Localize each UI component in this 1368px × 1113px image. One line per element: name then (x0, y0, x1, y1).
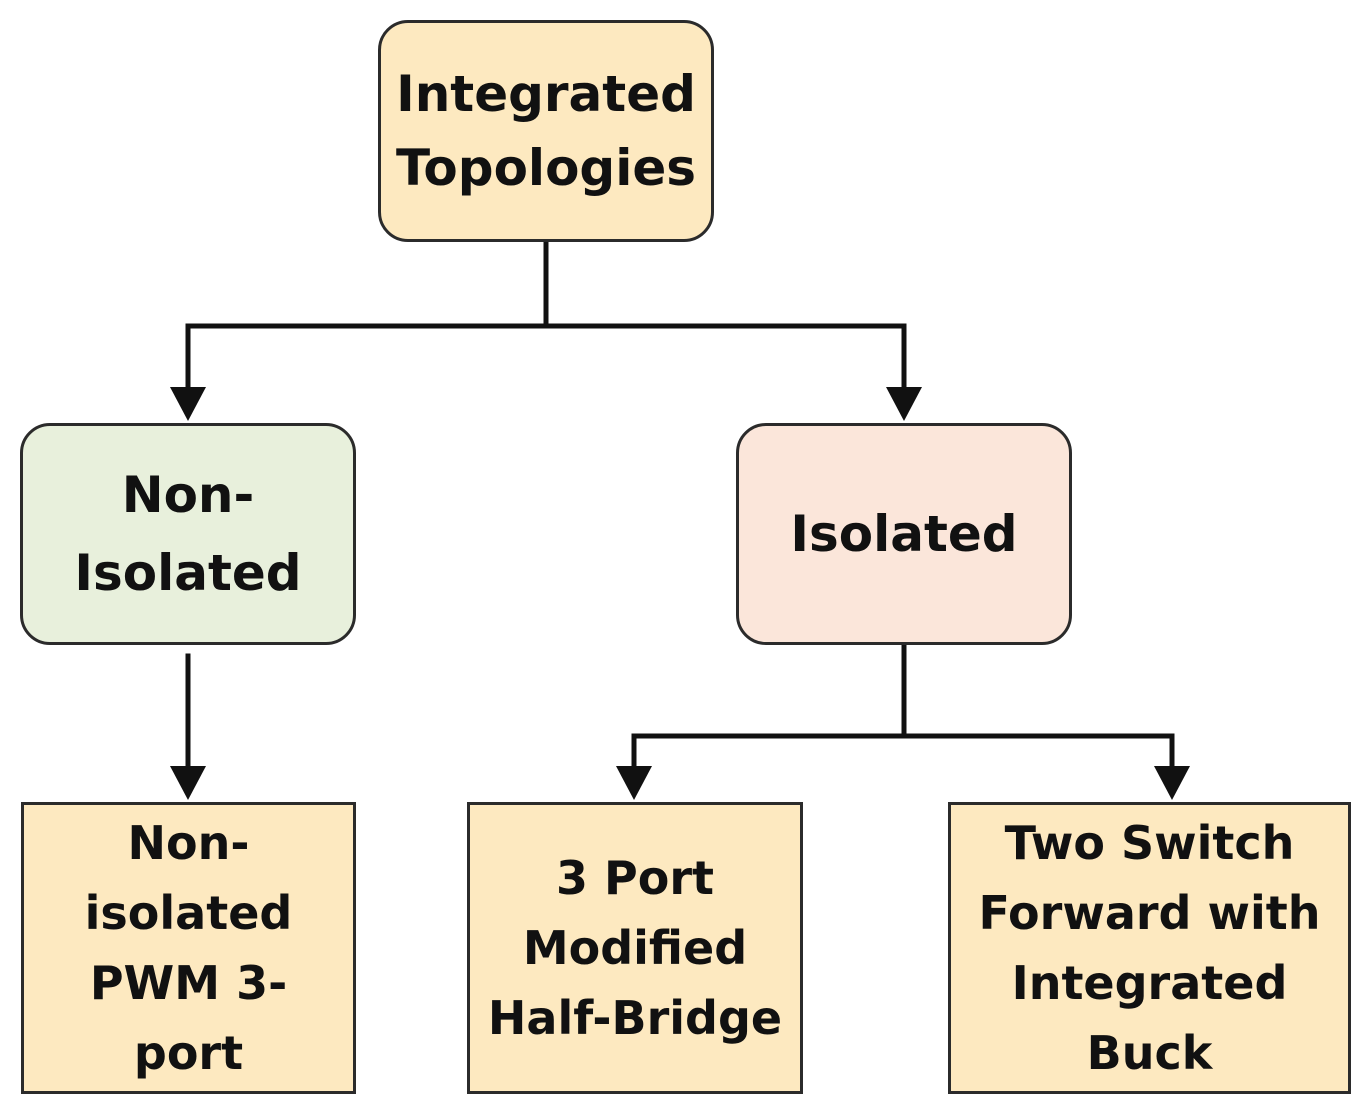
half-bridge-leaf-label: 3 Port Modified Half-Bridge (487, 851, 783, 1045)
arrowhead-forward (1154, 766, 1190, 800)
root-node-label: Integrated Topologies (395, 65, 697, 197)
leaf-3-port-modified-half-bridge: 3 Port Modified Half-Bridge (467, 802, 803, 1094)
leaf-non-isolated-pwm-3-port: Non- isolated PWM 3- port (21, 802, 356, 1094)
pwm-leaf-label: Non- isolated PWM 3- port (84, 816, 293, 1080)
arrowhead-isolated (886, 387, 922, 421)
node-isolated: Isolated (736, 423, 1072, 645)
arrowhead-pwm (170, 766, 206, 800)
root-connectors (185, 239, 1175, 775)
root-node-integrated-topologies: Integrated Topologies (378, 20, 714, 242)
arrowhead-halfbridge (616, 766, 652, 800)
node-non-isolated: Non- Isolated (20, 423, 356, 645)
forward-leaf-label: Two Switch Forward with Integrated Buck (978, 816, 1321, 1080)
arrowheads (170, 387, 1190, 800)
non-isolated-node-label: Non- Isolated (74, 466, 302, 602)
leaf-two-switch-forward-integrated-buck: Two Switch Forward with Integrated Buck (948, 802, 1351, 1094)
isolated-node-label: Isolated (790, 505, 1018, 563)
arrowhead-nonisolated (170, 387, 206, 421)
